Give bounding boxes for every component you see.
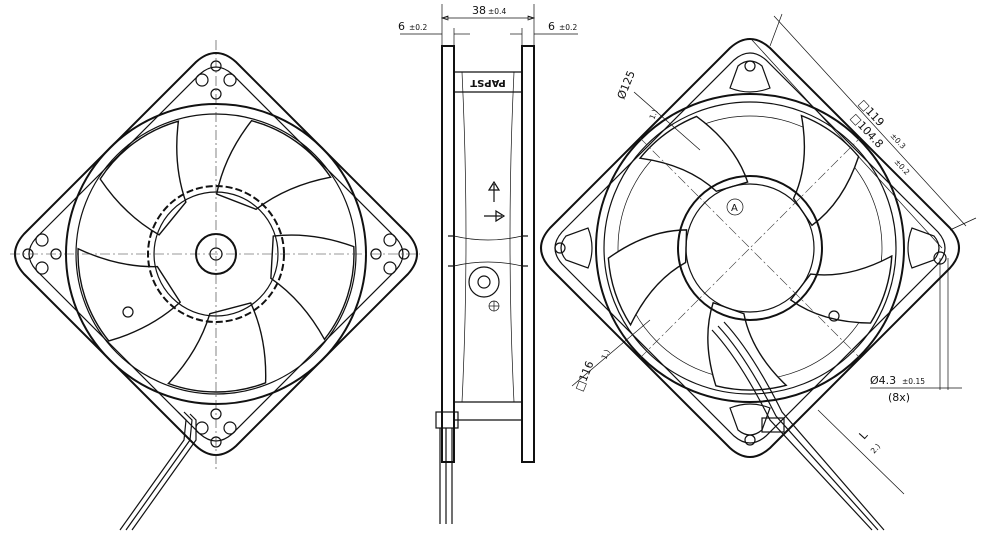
hole-tolerance: ±0.15 (902, 377, 925, 386)
rotation-arrow-icon (484, 209, 506, 223)
side-body (454, 71, 522, 421)
side-bearing (468, 266, 500, 298)
rear-corner-left (560, 227, 593, 269)
flange-left-label: 6 (398, 20, 405, 33)
brand-mark: PAPST (470, 77, 506, 88)
front-blade (77, 247, 182, 342)
rear-corner-top (729, 60, 771, 93)
rear-blade (789, 254, 893, 324)
rear-struts (607, 114, 893, 391)
lead-length-note: 2.) (869, 442, 882, 456)
side-cable (439, 428, 453, 524)
front-blade (167, 302, 267, 393)
rear-blade (607, 229, 688, 327)
rear-cable (711, 321, 885, 531)
width-dimension-tolerance: ±0.4 (488, 7, 506, 16)
sq119-tolerance: ±0.3 (889, 131, 908, 151)
label-a-circle (726, 198, 744, 216)
front-blade (270, 234, 355, 341)
side-view: 38 ±0.4 6 ±0.2 6 ±0.2 PAPST (398, 4, 578, 524)
side-cable-clamp (435, 411, 459, 429)
dia125-label: Ø125 (615, 69, 638, 101)
rear-blade (707, 301, 788, 391)
rear-frame-inner (554, 52, 946, 444)
rear-cable-clamp (761, 417, 785, 433)
side-flange-right (521, 45, 535, 463)
label-a: A (731, 203, 738, 214)
width-dimension-label: 38 (472, 4, 486, 17)
front-frame (14, 52, 418, 456)
side-flange-left (441, 45, 455, 463)
front-blade (99, 120, 187, 236)
front-rivet (122, 306, 134, 318)
flange-left-tolerance: ±0.2 (409, 23, 427, 32)
rear-corner-right (907, 227, 940, 269)
rear-hub (677, 175, 823, 321)
rear-corner-bottom (729, 403, 771, 436)
hole-count: (8x) (888, 391, 910, 404)
rear-blade (638, 115, 749, 193)
sq116-note: 1.) (600, 348, 612, 361)
front-view (10, 40, 420, 531)
front-cable (119, 411, 197, 531)
dia125-note: 1.) (648, 108, 660, 121)
rear-venturi-inner (603, 101, 897, 395)
rear-view: A □119 ±0.3 □104.8 ±0.2 Ø125 1.) □116 1.… (540, 13, 977, 531)
hole-label: Ø4.3 (870, 374, 896, 387)
flange-right-label: 6 (548, 20, 555, 33)
airflow-arrow-icon (487, 180, 501, 202)
sq116-label: □116 (573, 359, 597, 393)
rear-frame (540, 38, 960, 458)
front-blades (77, 119, 355, 393)
flange-right-tolerance: ±0.2 (559, 23, 577, 32)
lead-length-label: L (857, 428, 871, 442)
rear-venturi-outer (595, 93, 905, 403)
rear-rivet (828, 310, 840, 322)
front-blade (215, 119, 332, 211)
rear-blade (792, 114, 860, 227)
